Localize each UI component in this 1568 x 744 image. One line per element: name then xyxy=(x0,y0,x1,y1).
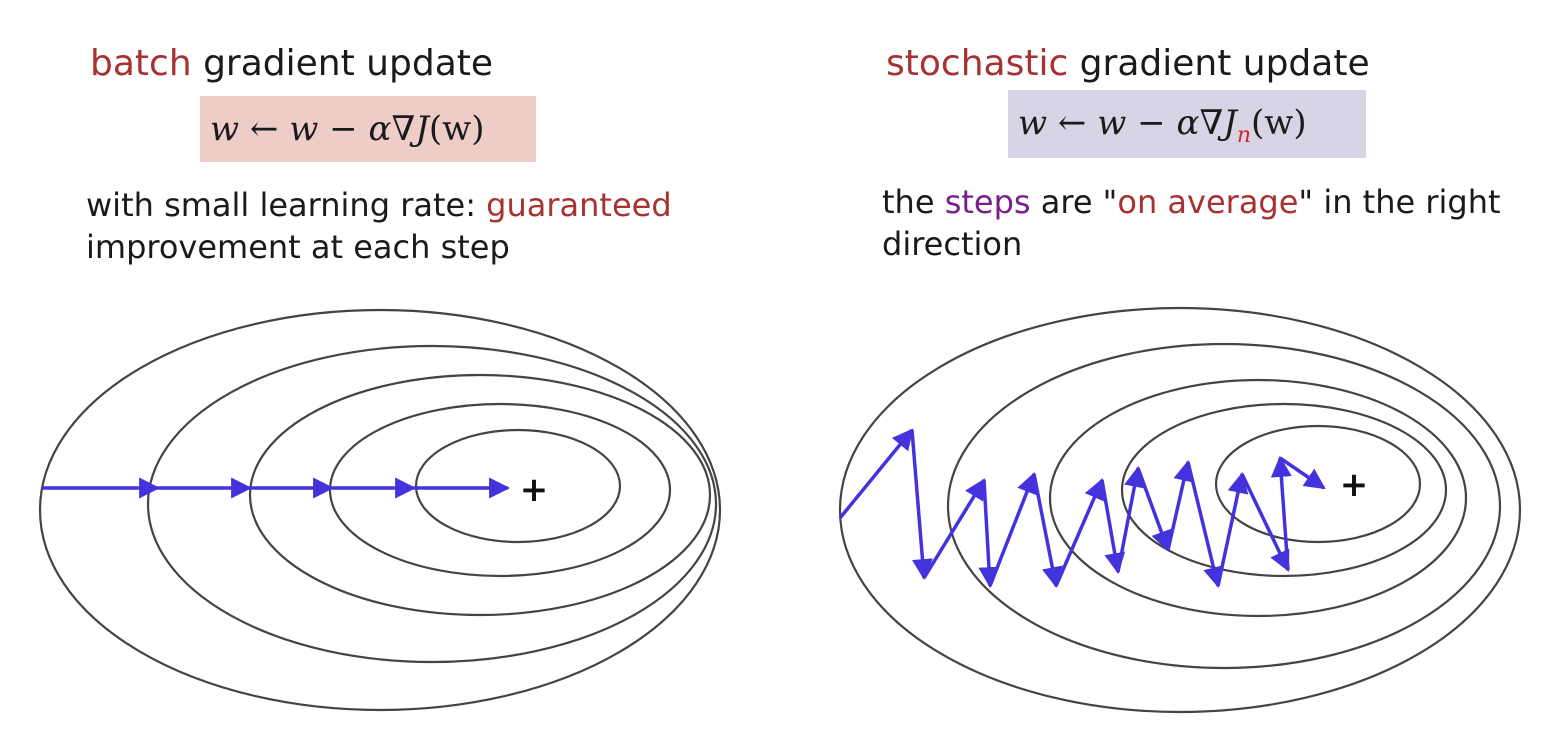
stochastic-step-arrow xyxy=(978,479,1000,589)
stochastic-step-arrow xyxy=(1186,461,1224,589)
stochastic-formula: w ← w − α∇Jn(w) xyxy=(1008,90,1366,158)
formula-subscript-n: n xyxy=(1236,123,1251,148)
formula-w2: w xyxy=(289,109,319,149)
contour-ellipse-2 xyxy=(946,342,1502,670)
stochastic-desc-steps: steps xyxy=(944,183,1031,221)
stochastic-step-arrow xyxy=(1116,465,1145,573)
contour-ellipse-3 xyxy=(248,373,712,617)
formula-w: w xyxy=(210,109,240,149)
formula-alpha: α xyxy=(1176,103,1200,143)
contour-ellipse-5 xyxy=(414,428,622,544)
batch-desc-accent: guaranteed xyxy=(486,186,672,224)
formula-alpha: α xyxy=(368,109,392,149)
stochastic-panel: stochastic gradient update w ← w − α∇Jn(… xyxy=(784,0,1568,744)
stochastic-steps xyxy=(838,428,1326,589)
stochastic-step-arrow xyxy=(988,472,1037,587)
stochastic-step-arrow xyxy=(1166,459,1195,551)
formula-nabla: ∇ xyxy=(1199,103,1224,143)
formula-minus: − xyxy=(329,109,358,149)
formula-w: w xyxy=(1018,103,1048,143)
stochastic-desc-line2: direction xyxy=(882,225,1023,263)
batch-contour-diagram: + xyxy=(38,308,722,712)
stochastic-optimum-marker: + xyxy=(1340,465,1369,505)
formula-J: J xyxy=(1223,103,1237,143)
contour-ellipse-3 xyxy=(1048,378,1468,618)
batch-title: batch gradient update xyxy=(90,42,493,86)
stochastic-step-arrow xyxy=(1270,455,1292,571)
batch-title-accent: batch xyxy=(90,43,192,84)
batch-panel: batch gradient update w ← w − α∇J(w) wit… xyxy=(38,42,726,712)
stochastic-step-arrow xyxy=(1240,473,1290,572)
stochastic-step-arrow xyxy=(922,478,986,579)
formula-arg: (w) xyxy=(428,109,485,149)
batch-description: with small learning rate: guaranteed impr… xyxy=(86,184,726,268)
stochastic-step-arrow xyxy=(1216,471,1249,587)
stochastic-title-accent: stochastic xyxy=(886,43,1069,84)
contour-lines xyxy=(838,306,1522,714)
stochastic-step-arrow xyxy=(1054,478,1105,587)
formula-minus: − xyxy=(1137,103,1166,143)
stochastic-desc-a: the xyxy=(882,183,945,221)
stochastic-title: stochastic gradient update xyxy=(886,42,1370,86)
stochastic-step-arrow xyxy=(1136,467,1172,552)
stochastic-contour-diagram: + xyxy=(838,306,1522,714)
stochastic-step-arrow xyxy=(838,428,914,520)
stochastic-description: the steps are "on average" in the right d… xyxy=(882,181,1522,265)
batch-optimum-marker: + xyxy=(520,470,549,510)
formula-J: J xyxy=(415,109,429,149)
batch-title-rest: gradient update xyxy=(191,43,494,84)
contour-ellipse-5 xyxy=(1214,424,1422,544)
contour-lines xyxy=(38,308,722,712)
stochastic-desc-c: " in the right xyxy=(1298,183,1501,221)
formula-arrow: ← xyxy=(249,109,279,149)
stochastic-desc-b: are " xyxy=(1030,183,1118,221)
stochastic-step-arrow xyxy=(910,429,933,581)
contour-ellipse-4 xyxy=(1120,402,1448,578)
formula-w2: w xyxy=(1097,103,1127,143)
formula-arrow: ← xyxy=(1057,103,1087,143)
stochastic-step-arrow xyxy=(1100,479,1126,575)
contour-ellipse-2 xyxy=(146,344,718,664)
stochastic-title-rest: gradient update xyxy=(1068,43,1370,84)
batch-formula: w ← w − α∇J(w) xyxy=(200,96,536,162)
contour-ellipse-1 xyxy=(838,306,1522,714)
batch-desc-prefix: with small learning rate: xyxy=(86,186,487,224)
stochastic-desc-avg: on average xyxy=(1117,183,1299,221)
formula-nabla: ∇ xyxy=(391,109,416,149)
stochastic-step-arrow xyxy=(1279,456,1326,490)
formula-arg: (w) xyxy=(1251,103,1307,143)
batch-desc-line2: improvement at each step xyxy=(86,228,510,266)
contour-ellipse-1 xyxy=(38,308,722,712)
stochastic-step-arrow xyxy=(1032,473,1063,589)
